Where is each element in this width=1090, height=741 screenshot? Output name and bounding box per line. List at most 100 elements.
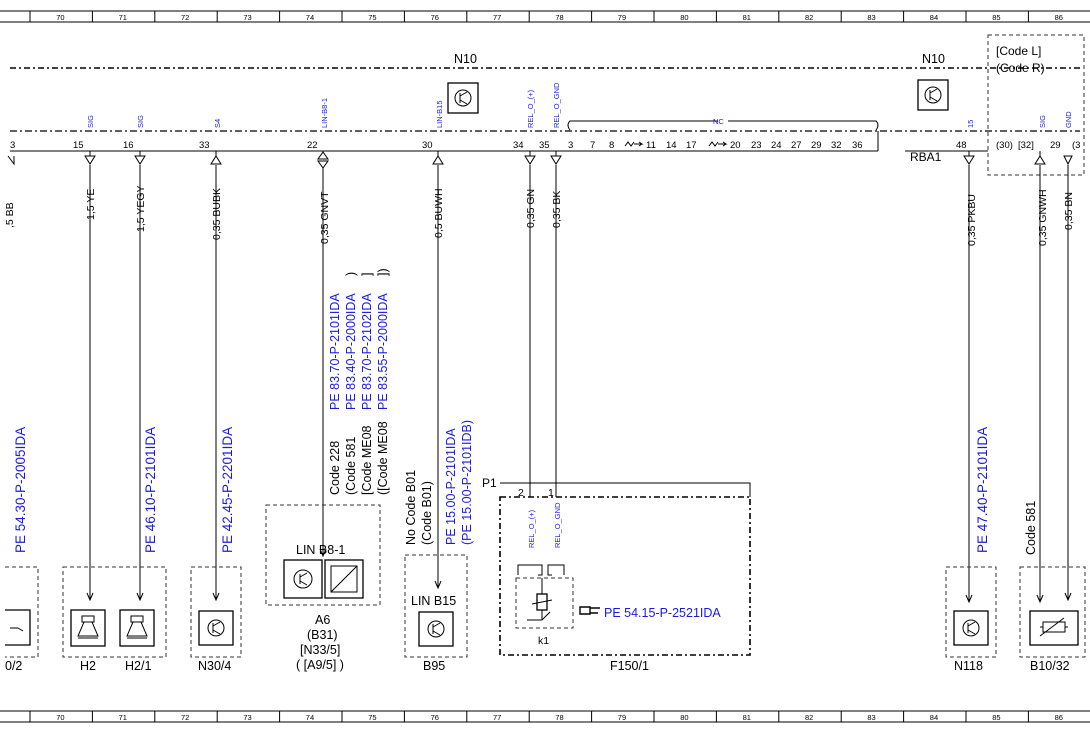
ruler-column-70: 70 <box>56 713 64 722</box>
f150-label: F150/1 <box>610 659 649 673</box>
sig-label-35: REL_O_GND <box>552 82 561 128</box>
ref-a6-2[interactable]: PE 83.40-P-2000IDA <box>344 293 358 410</box>
wire-labels: ,5 BB 1,5 YE 1,5 YEGY 0,35 BUBK 0,35 GNV… <box>4 185 1075 246</box>
pin-arrow-down-1 <box>134 151 146 165</box>
left-fragment-label: 0/2 <box>5 659 22 673</box>
ref-b95-2[interactable]: (PE 15.00-P-2101IDB) <box>460 420 474 545</box>
ruler-column-72: 72 <box>181 713 189 722</box>
pin-arrow-down-3 <box>550 151 562 165</box>
sig-label-33: S4 <box>213 119 222 128</box>
ruler-column-76: 76 <box>431 713 439 722</box>
ref-a6-1[interactable]: PE 83.70-P-2101IDA <box>328 293 342 410</box>
pin-arrow-up-1 <box>432 151 444 165</box>
sig-label-29: SIG <box>1038 115 1047 128</box>
b1032-component: B10/32 <box>1019 566 1086 673</box>
h2-label: H2 <box>80 659 96 673</box>
ruler-column-75: 75 <box>368 713 376 722</box>
pin-22: 22 <box>307 140 318 151</box>
pin-arrow-down-0 <box>84 151 96 165</box>
wire-label-22: 0,35 GNVT <box>319 191 331 244</box>
a6-component: LIN B8-1 A6 (B31) [N33/5] ( [A9/5] ) <box>265 504 381 672</box>
n118-transistor-icon <box>962 619 980 637</box>
ref-a6-4[interactable]: PE 83.55-P-2000IDA <box>376 293 390 410</box>
nc-label: NC <box>713 117 724 126</box>
a6-code-me08: [Code ME08 <box>360 425 374 495</box>
document-references: PE 54.30-P-2005IDA PE 46.10-P-2101IDA PE… <box>13 268 1038 555</box>
h2-group: H2 H2/1 <box>62 566 167 673</box>
ruler-column-74: 74 <box>306 13 314 22</box>
f150-relay-component: P1 2 1 REL_O_(+) REL_O_GND k1 PE 54.15-P… <box>482 476 751 673</box>
code-r-label: (Code R) <box>996 61 1045 75</box>
ruler-column-73: 73 <box>243 713 251 722</box>
b1032-code: Code 581 <box>1024 501 1038 555</box>
ruler-column-70: 70 <box>56 13 64 22</box>
wire-label-30: 0,5 BUWH <box>433 188 445 238</box>
pin-48: 48 <box>956 140 967 151</box>
svg-text:17: 17 <box>686 140 697 151</box>
ruler-column-86: 86 <box>1055 13 1063 22</box>
pin-arrow-right-fragment <box>1063 155 1073 166</box>
wire-arrow-8 <box>1036 594 1044 604</box>
pin-arrows <box>7 151 1073 175</box>
b1032-label: B10/32 <box>1030 659 1070 673</box>
ref-b95-1[interactable]: PE 15.00-P-2101IDA <box>444 428 458 545</box>
pin-numbers: 15 16 33 22 30 34 35 48 29 3 3 7 8 11 14… <box>10 140 1080 151</box>
n118-component: N118 <box>945 566 997 673</box>
ruler-column-80: 80 <box>680 713 688 722</box>
lin-b8-label: LIN B8-1 <box>296 543 345 557</box>
wire-label-48: 0,35 PKBU <box>966 194 978 246</box>
wire-arrow-0 <box>86 592 94 602</box>
p1-label: P1 <box>482 476 497 490</box>
a6-label: A6 <box>315 613 330 627</box>
svg-text:[32]: [32] <box>1018 140 1034 151</box>
nc-bracket: NC <box>567 117 879 131</box>
wire-label-35: 0,35 BK <box>551 191 563 228</box>
svg-text:29: 29 <box>811 140 822 151</box>
ref-a6-3[interactable]: PE 83.70-P-2102IDA <box>360 293 374 410</box>
left-partial-component: 0/2 <box>5 566 39 673</box>
a6-code-228: Code 228 <box>328 441 342 495</box>
svg-text:7: 7 <box>590 140 595 151</box>
n304-label: N30/4 <box>198 659 231 673</box>
svg-text:8: 8 <box>609 140 614 151</box>
ruler-column-72: 72 <box>181 13 189 22</box>
wires <box>86 165 1072 604</box>
n118-label: N118 <box>954 659 983 673</box>
ruler-column-71: 71 <box>119 713 127 722</box>
svg-text:]): ]) <box>376 268 390 276</box>
ruler-column-81: 81 <box>743 713 751 722</box>
h21-label: H2/1 <box>125 659 151 673</box>
sig-label-15: SIG <box>86 115 95 128</box>
wire-label-bn: 0,35 BN <box>1063 192 1075 230</box>
pin-arrow-up-0 <box>210 151 222 165</box>
ruler-column-79: 79 <box>618 713 626 722</box>
wire-arrow-4 <box>434 580 442 590</box>
pin-left-fragment: 3 <box>10 140 15 151</box>
ruler-column-86: 86 <box>1055 713 1063 722</box>
svg-text:11: 11 <box>646 140 656 151</box>
sig-label-48: 15 <box>966 120 975 128</box>
wire-arrow-3 <box>319 548 327 558</box>
sig-label-gnd: GND <box>1064 111 1073 128</box>
a6-sensor-icon <box>330 565 358 593</box>
ref-n304[interactable]: PE 42.45-P-2201IDA <box>220 427 235 553</box>
wire-label-15: 1,5 YE <box>85 189 97 220</box>
svg-text:27: 27 <box>791 140 802 151</box>
wire-arrow-7 <box>965 594 973 604</box>
svg-text:REL_O_GND: REL_O_GND <box>553 502 562 548</box>
ref-h2[interactable]: PE 46.10-P-2101IDA <box>143 427 158 553</box>
ruler-column-85: 85 <box>992 713 1000 722</box>
sig-label-34: REL_O_(+) <box>526 89 535 128</box>
ref-left[interactable]: PE 54.30-P-2005IDA <box>13 427 28 553</box>
n10-right-transistor-icon <box>917 79 949 111</box>
wire-label-34: 0,35 GN <box>525 189 537 228</box>
ref-n118[interactable]: PE 47.40-P-2101IDA <box>975 427 990 553</box>
n10-left-label: N10 <box>454 52 477 66</box>
h2-horn-icon <box>70 609 106 647</box>
ruler-column-82: 82 <box>805 13 813 22</box>
svg-text:36: 36 <box>852 140 863 151</box>
pin-29: 29 <box>1050 140 1061 151</box>
sig-label-16: SIG <box>136 115 145 128</box>
ref-relay[interactable]: PE 54.15-P-2521IDA <box>604 606 721 620</box>
